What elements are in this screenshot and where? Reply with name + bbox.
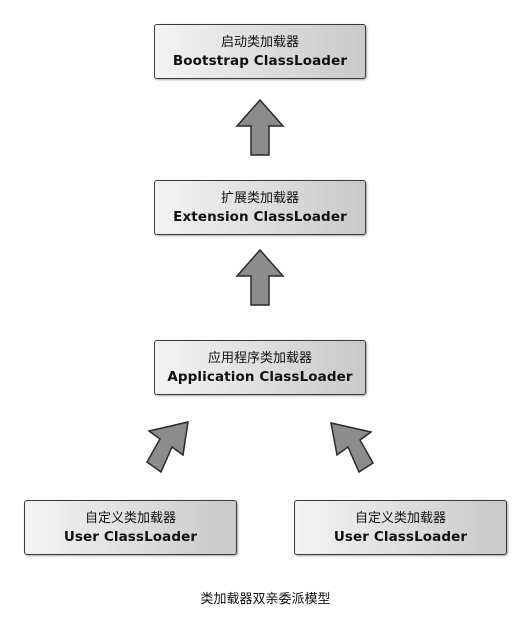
user-classloader-left-node: 自定义类加载器 User ClassLoader bbox=[24, 500, 237, 555]
user-classloader-left-en-label: User ClassLoader bbox=[63, 528, 198, 545]
bootstrap-classloader-node: 启动类加载器 Bootstrap ClassLoader bbox=[154, 24, 366, 79]
diagonal-arrow-user-right-to-application-icon bbox=[330, 422, 375, 474]
extension-classloader-node: 扩展类加载器 Extension ClassLoader bbox=[154, 180, 366, 235]
user-classloader-left-zh-label: 自定义类加载器 bbox=[84, 510, 176, 526]
application-classloader-zh-label: 应用程序类加载器 bbox=[207, 350, 312, 366]
user-classloader-right-zh-label: 自定义类加载器 bbox=[354, 510, 446, 526]
bootstrap-classloader-en-label: Bootstrap ClassLoader bbox=[172, 52, 348, 69]
application-classloader-node: 应用程序类加载器 Application ClassLoader bbox=[154, 340, 366, 395]
extension-classloader-en-label: Extension ClassLoader bbox=[173, 208, 347, 225]
diagram-caption: 类加载器双亲委派模型 bbox=[200, 592, 331, 607]
extension-classloader-zh-label: 扩展类加载器 bbox=[220, 190, 299, 206]
up-arrow-extension-to-bootstrap-icon bbox=[235, 98, 285, 156]
diagonal-arrow-user-left-to-application-icon bbox=[146, 421, 189, 474]
user-classloader-right-en-label: User ClassLoader bbox=[333, 528, 468, 545]
user-classloader-right-node: 自定义类加载器 User ClassLoader bbox=[294, 500, 507, 555]
application-classloader-en-label: Application ClassLoader bbox=[167, 368, 353, 385]
up-arrow-application-to-extension-icon bbox=[235, 248, 285, 306]
bootstrap-classloader-zh-label: 启动类加载器 bbox=[220, 34, 299, 50]
